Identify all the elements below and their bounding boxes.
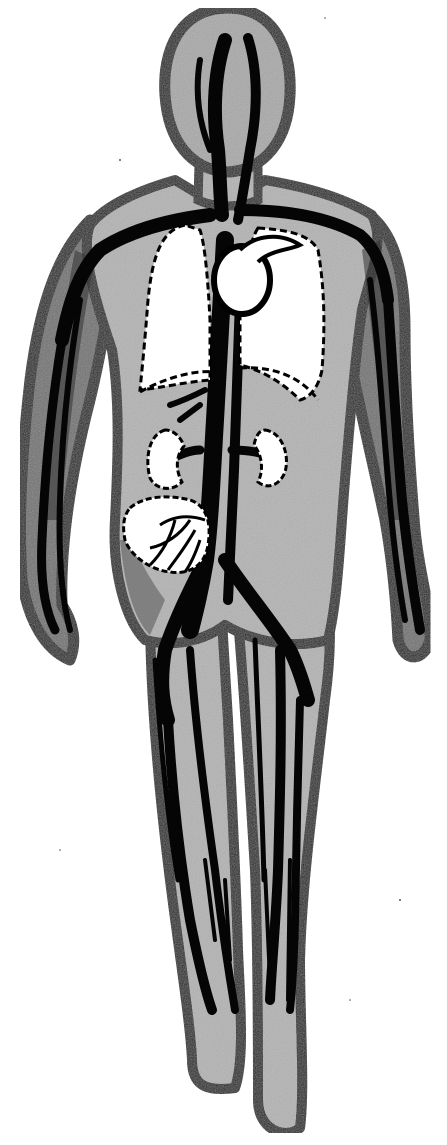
head: [165, 8, 290, 172]
